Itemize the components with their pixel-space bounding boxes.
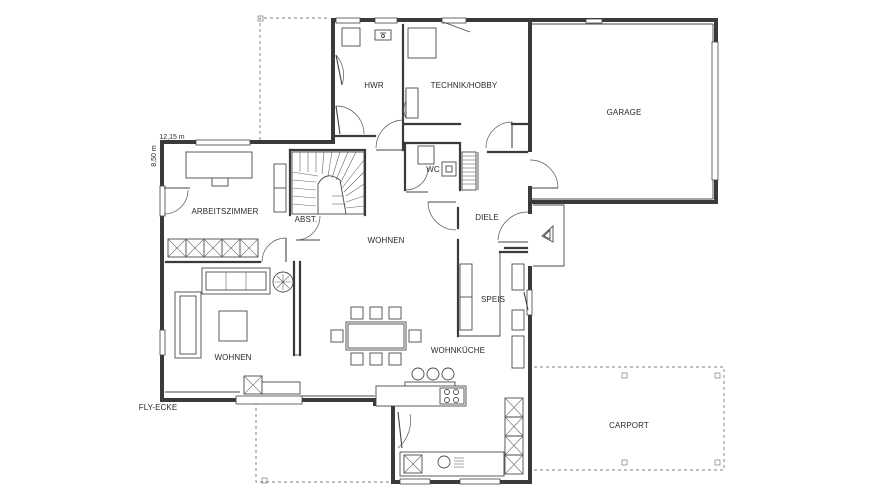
interior-walls [164, 23, 529, 357]
label-fly-ecke: FLY-ECKE [139, 403, 178, 412]
kitchen-island [375, 385, 467, 407]
desk [185, 151, 253, 179]
diele-stairs [461, 151, 479, 191]
wohnen-left-furniture [174, 267, 301, 395]
dimension-width: 12,15 m [159, 134, 184, 141]
label-wohnen-left: WOHNEN [214, 353, 251, 362]
side-sofa [174, 291, 202, 359]
label-arbeitszimmer: ARBEITSZIMMER [191, 207, 258, 216]
coffee-table [218, 310, 248, 342]
arbeitszimmer-furniture [167, 151, 287, 258]
garage [528, 18, 719, 267]
speis-shelf-right [511, 263, 525, 291]
dimension-depth: 8,50 m [151, 145, 158, 167]
dining-furniture [330, 306, 422, 366]
label-wohnen-center: WOHNEN [367, 236, 404, 245]
doors [163, 54, 559, 449]
label-hwr: HWR [364, 81, 384, 90]
bar-stool [426, 367, 440, 381]
garage-door [711, 41, 719, 181]
carport-dashed-outline [534, 366, 725, 471]
sink-triangle [541, 224, 554, 243]
wc-fixtures [417, 145, 457, 177]
terrace-dashed-outline [255, 15, 392, 484]
label-wc: WC [426, 165, 440, 174]
bar-stool [441, 367, 455, 381]
sideboard [261, 381, 301, 395]
bar-stool [411, 367, 425, 381]
washing-machine [341, 27, 361, 47]
boiler [407, 27, 437, 59]
label-wohnkueche: WOHNKÜCHE [431, 346, 485, 355]
room-labels: HWR TECHNIK/HOBBY GARAGE WC ARBEITSZIMME… [139, 81, 649, 430]
windows [159, 17, 533, 485]
label-diele: DIELE [475, 213, 499, 222]
hwr-fixtures [341, 21, 471, 119]
kitchen-sink [437, 455, 451, 469]
label-carport: CARPORT [609, 421, 649, 430]
label-speis: SPEIS [481, 295, 505, 304]
technik-window-sill [442, 21, 471, 33]
label-garage: GARAGE [607, 108, 642, 117]
fridge [511, 335, 525, 369]
desk-chair [211, 177, 229, 187]
dining-table [345, 321, 407, 351]
technik-cabinet [405, 87, 419, 119]
main-staircase [291, 151, 365, 215]
label-abst: ABST. [295, 215, 318, 224]
dimension-annotations: 12,15 m 8,50 m [151, 134, 185, 167]
kitchen-furniture [375, 263, 525, 477]
utility-sink [374, 29, 392, 41]
wc-sink [441, 161, 457, 177]
toilet [417, 145, 435, 165]
garage-window [585, 18, 603, 24]
label-technik: TECHNIK/HOBBY [431, 81, 498, 90]
